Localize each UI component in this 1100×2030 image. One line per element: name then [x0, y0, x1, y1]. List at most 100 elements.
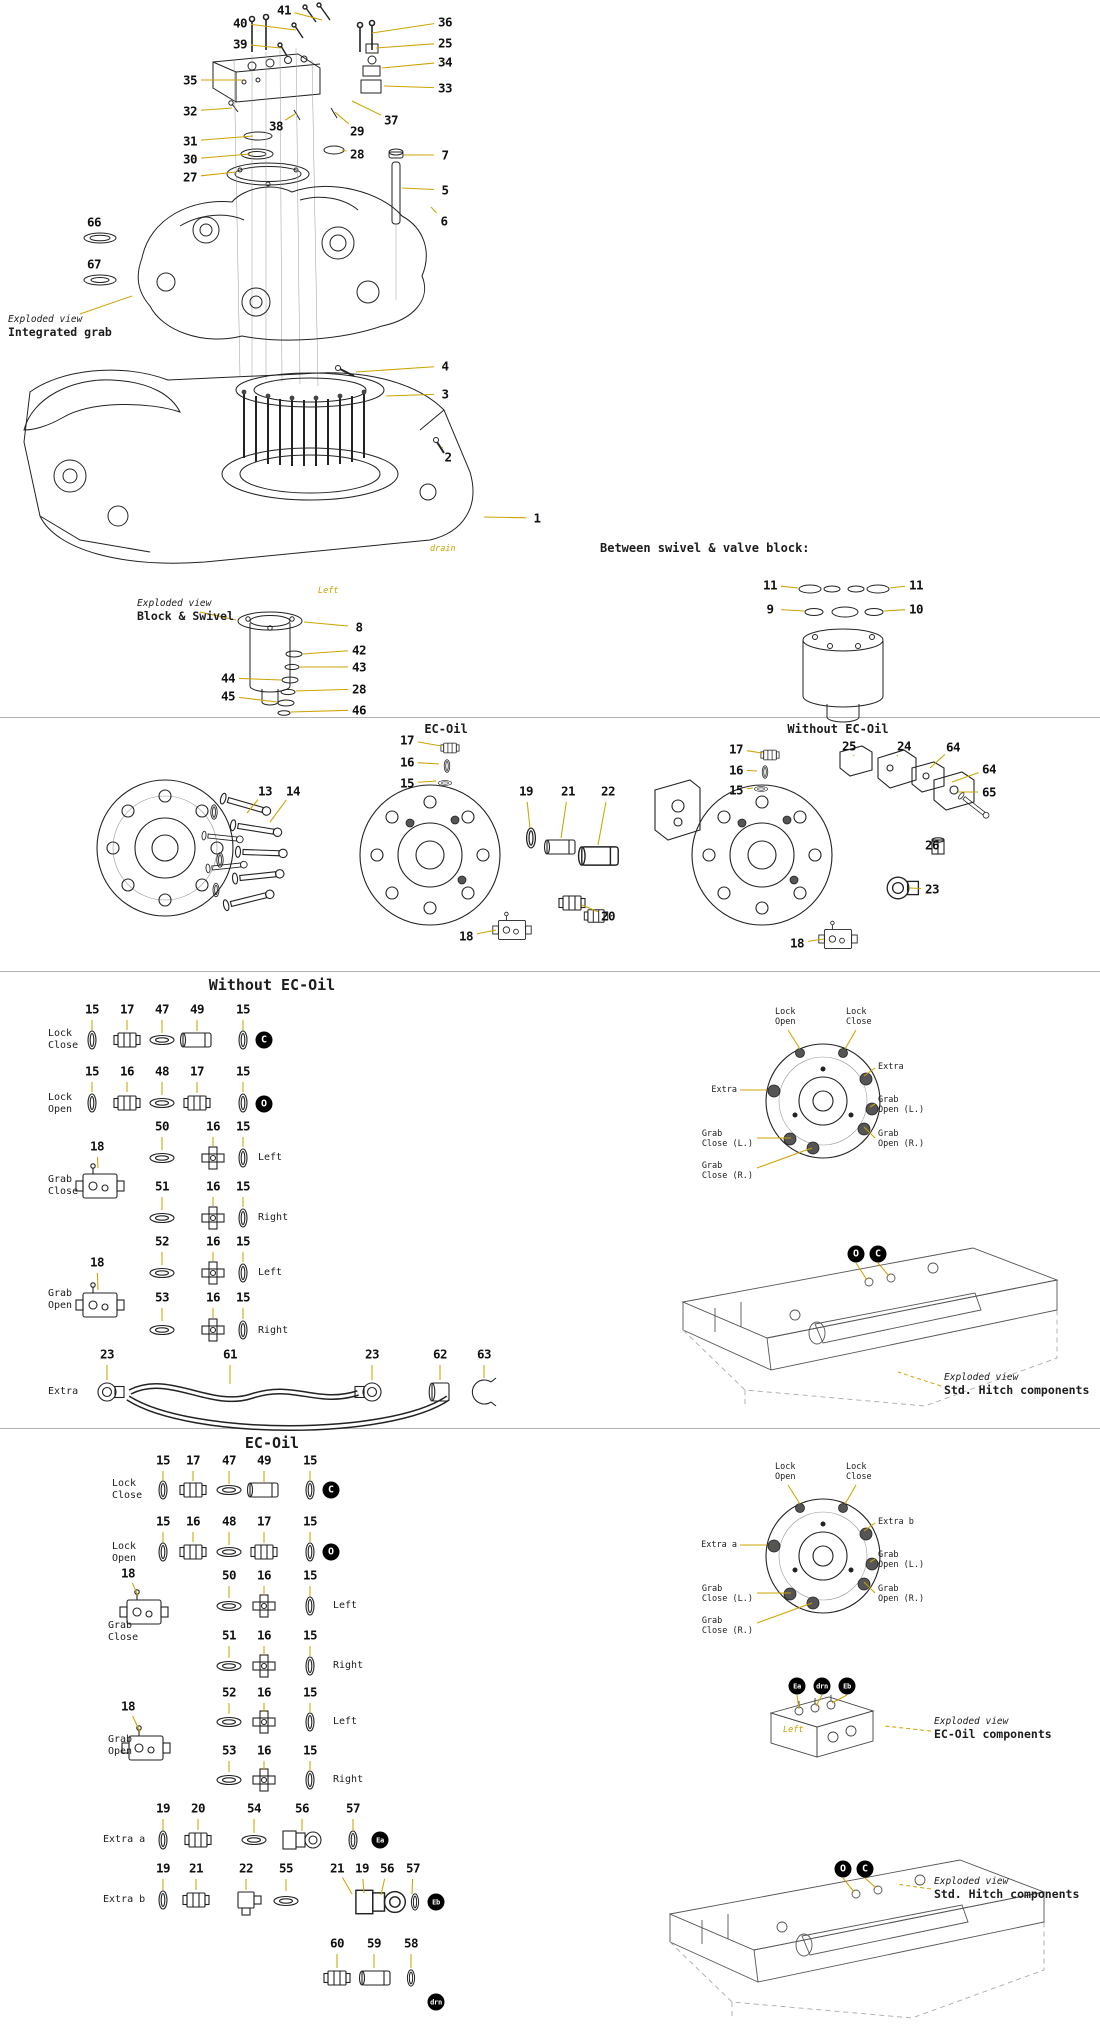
part-glyph-tee — [201, 1146, 225, 1170]
part-callout-42: 42 — [351, 642, 367, 658]
badge-C: C — [856, 1860, 874, 1878]
caption-leader-lines — [79, 295, 237, 621]
part-callout-27: 27 — [182, 169, 198, 185]
caption-bold: Std. Hitch components — [944, 1383, 1090, 1397]
caption-bold: Integrated grab — [8, 325, 112, 339]
row-label-extraa: Extra a — [103, 1834, 146, 1845]
part-callout-52: 52 — [221, 1684, 237, 1700]
part-glyph-oring — [216, 852, 224, 868]
row-label-left: Left — [258, 1267, 283, 1278]
part-callout-19: 19 — [155, 1860, 171, 1876]
caption-italic: Exploded view — [137, 598, 212, 609]
part-callout-21: 21 — [188, 1860, 204, 1876]
part-callout-59: 59 — [366, 1935, 382, 1951]
part-glyph-washer — [149, 1212, 175, 1224]
part-callout-57: 57 — [345, 1800, 361, 1816]
part-callout-17: 17 — [185, 1452, 201, 1468]
part-callout-67: 67 — [86, 256, 102, 272]
part-callout-63: 63 — [476, 1346, 492, 1362]
part-glyph-nipple — [440, 742, 460, 754]
part-glyph-bolt — [231, 869, 285, 885]
part-glyph-bolt — [201, 830, 244, 844]
row-label-left: Left — [333, 1600, 358, 1611]
part-glyph-fit23 — [97, 1382, 125, 1402]
part-glyph-oring — [238, 1148, 248, 1168]
part-glyph-nipple — [113, 1032, 141, 1048]
part-callout-55: 55 — [278, 1860, 294, 1876]
part-callout-23: 23 — [364, 1346, 380, 1362]
part-glyph-manifold — [75, 1282, 125, 1318]
part-glyph-nipple — [184, 1832, 212, 1848]
part-callout-56: 56 — [379, 1860, 395, 1876]
part-callout-17: 17 — [399, 732, 415, 748]
part-glyph-washer — [149, 1152, 175, 1164]
badge-Ea: Ea — [371, 1831, 389, 1849]
part-callout-3: 3 — [441, 386, 449, 402]
caption-std-hitch-1: Exploded view Std. Hitch components — [944, 1372, 1089, 1397]
part-callout-18: 18 — [789, 935, 805, 951]
part-glyph-plug — [931, 837, 945, 855]
heading-between-swivel-valve-block: Between swivel & valve block: — [600, 541, 810, 555]
section-divider — [0, 1428, 1100, 1429]
part-callout-51: 51 — [221, 1627, 237, 1643]
part-glyph-tee — [201, 1261, 225, 1285]
part-glyph-manifold — [119, 1589, 169, 1625]
caption-italic: Exploded view — [934, 1876, 1009, 1887]
part-glyph-oring — [238, 1030, 248, 1050]
integrated-grab-drawing — [23, 2, 474, 564]
part-glyph-oring — [158, 1830, 168, 1850]
part-callout-25: 25 — [437, 35, 453, 51]
part-glyph-tee — [201, 1318, 225, 1342]
part-callout-35: 35 — [182, 72, 198, 88]
part-glyph-washer — [754, 786, 768, 792]
part-callout-16: 16 — [205, 1178, 221, 1194]
part-callout-16: 16 — [205, 1289, 221, 1305]
port-label-extra: Extra — [878, 1062, 904, 1072]
part-callout-18: 18 — [458, 928, 474, 944]
row-label-left: Left — [258, 1152, 283, 1163]
part-callout-15: 15 — [302, 1452, 318, 1468]
badge-Eb: Eb — [427, 1893, 445, 1911]
caption-bold: Block & Swivel — [137, 609, 234, 623]
part-callout-41: 41 — [276, 2, 292, 18]
part-callout-38: 38 — [268, 118, 284, 134]
part-callout-20: 20 — [190, 1800, 206, 1816]
part-glyph-tee — [201, 1206, 225, 1230]
part-callout-16: 16 — [399, 754, 415, 770]
part-callout-49: 49 — [256, 1452, 272, 1468]
part-glyph-sleeve — [246, 1482, 279, 1498]
part-callout-7: 7 — [441, 147, 449, 163]
part-callout-56: 56 — [294, 1800, 310, 1816]
part-callout-54: 54 — [246, 1800, 262, 1816]
part-glyph-nipple — [760, 749, 780, 761]
part-callout-47: 47 — [154, 1001, 170, 1017]
part-glyph-oring — [305, 1542, 315, 1562]
part-glyph-fit23 — [354, 1382, 382, 1402]
hose-drawing — [126, 1383, 450, 1431]
part-callout-8: 8 — [355, 619, 363, 635]
part-callout-18: 18 — [120, 1565, 136, 1581]
part-glyph-washer — [216, 1774, 242, 1786]
part-callout-17: 17 — [256, 1513, 272, 1529]
part-callout-40: 40 — [232, 15, 248, 31]
part-callout-17: 17 — [189, 1063, 205, 1079]
row-label-extra: Extra — [48, 1386, 79, 1397]
part-callout-48: 48 — [154, 1063, 170, 1079]
part-callout-30: 30 — [182, 151, 198, 167]
caption-leader-dashed — [883, 1371, 942, 1890]
part-glyph-elbow — [237, 1891, 262, 1916]
flange-drawings — [96, 745, 975, 926]
part-callout-57: 57 — [405, 1860, 421, 1876]
heading-section-ecoil: EC-Oil — [244, 1434, 300, 1452]
part-callout-65: 65 — [981, 784, 997, 800]
part-glyph-sleeve — [179, 1032, 212, 1048]
swivel-valve-block-drawing — [798, 584, 890, 723]
part-callout-62: 62 — [432, 1346, 448, 1362]
part-glyph-oring — [525, 827, 537, 849]
part-callout-34: 34 — [437, 54, 453, 70]
